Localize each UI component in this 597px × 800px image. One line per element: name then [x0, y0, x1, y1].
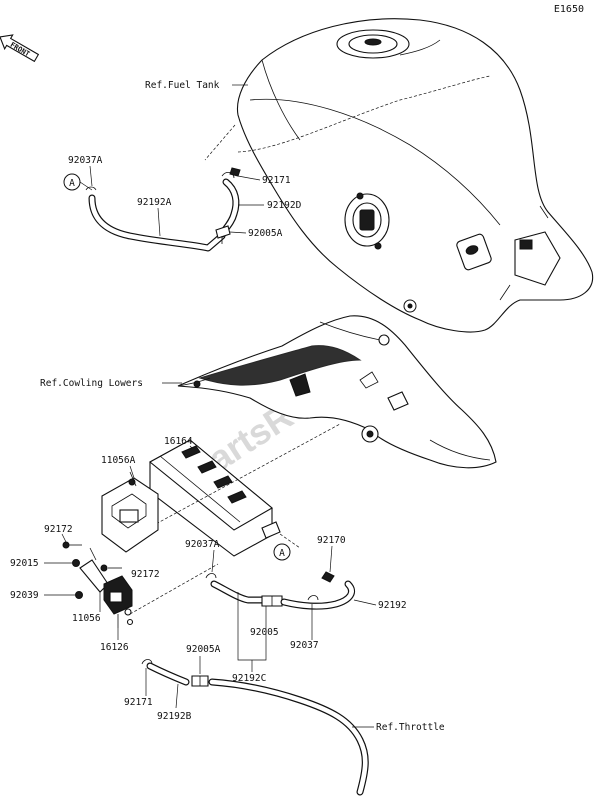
part-92192A: 92192A — [137, 197, 172, 208]
part-92037: 92037 — [290, 640, 319, 651]
clamp-92037A-top — [85, 186, 97, 191]
clamp-92171-bot — [141, 659, 153, 665]
gear-icon — [403, 299, 417, 313]
nut-92039 — [75, 591, 83, 599]
nut-92015 — [72, 559, 80, 567]
svg-text:A: A — [279, 548, 285, 559]
bolt-92172-b — [100, 564, 122, 572]
ref-throttle: Ref.Throttle — [376, 722, 445, 733]
bracket-11056A — [101, 471, 159, 553]
bolt-92172-a — [62, 541, 82, 549]
joint-92005 — [261, 595, 283, 607]
part-92170: 92170 — [317, 535, 346, 546]
part-16126: 16126 — [100, 642, 129, 653]
svg-text:A: A — [69, 178, 75, 189]
part-92039: 92039 — [10, 590, 39, 601]
part-92005A-top: 92005A — [248, 228, 283, 239]
valve-16126 — [103, 575, 134, 628]
canister — [149, 439, 301, 557]
part-92172-b: 92172 — [131, 569, 160, 580]
circle-marker-a-mid: A — [273, 543, 291, 561]
part-92037A-top: 92037A — [68, 155, 103, 166]
clamp-92171-top — [221, 167, 241, 179]
joint-92005A-bot — [191, 675, 209, 687]
part-92015: 92015 — [10, 558, 39, 569]
part-92192B: 92192B — [157, 711, 192, 722]
hose-92192A — [88, 194, 226, 252]
diagram-code: E1650 — [554, 4, 584, 15]
part-92192C: 92192C — [232, 673, 266, 684]
ref-fuel-tank: Ref.Fuel Tank — [145, 80, 220, 91]
hose-92192C — [210, 580, 266, 604]
cowling-lower — [177, 315, 497, 469]
hose-92192 — [280, 580, 355, 610]
front-arrow-icon: FRONT — [0, 34, 40, 63]
ref-cowling-lowers: Ref.Cowling Lowers — [40, 378, 143, 389]
part-92005A-bot: 92005A — [186, 644, 221, 655]
clamp-92037A-mid — [205, 573, 217, 579]
clamp-92170 — [321, 571, 335, 583]
fuel-tank — [204, 18, 594, 333]
part-92005: 92005 — [250, 627, 279, 638]
hose-92192D — [218, 178, 240, 238]
part-92171-bot: 92171 — [124, 697, 153, 708]
circle-marker-a-top: A — [63, 173, 81, 191]
part-11056: 11056 — [72, 613, 101, 624]
clamp-92037 — [307, 595, 319, 601]
part-92192D: 92192D — [267, 200, 302, 211]
part-92192: 92192 — [378, 600, 407, 611]
part-16164: 16164 — [164, 436, 193, 447]
part-11056A: 11056A — [101, 455, 136, 466]
hose-92192B — [146, 662, 190, 686]
joint-92005A-top — [215, 225, 231, 244]
throttle-hose — [208, 678, 369, 796]
part-92171-top: 92171 — [262, 175, 291, 186]
part-92037A-mid: 92037A — [185, 539, 220, 550]
part-92172-a: 92172 — [44, 524, 73, 535]
